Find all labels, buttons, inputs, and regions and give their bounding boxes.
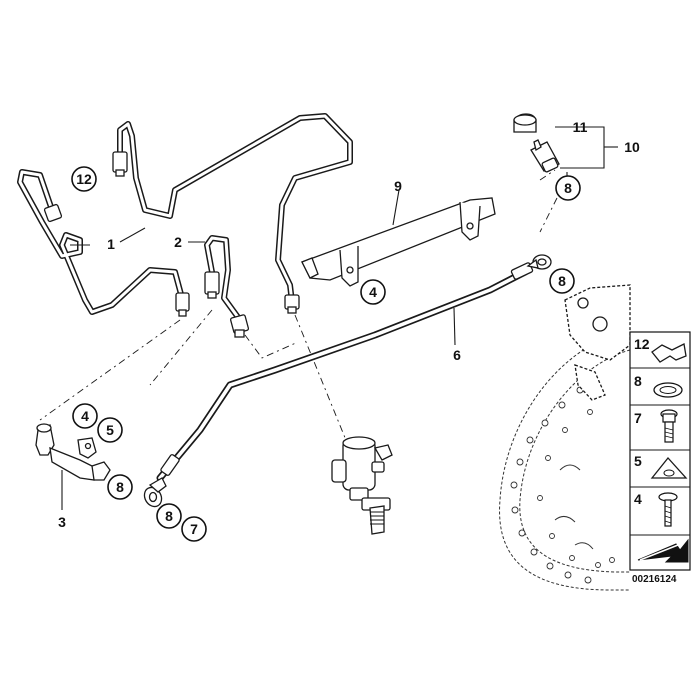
brake-hose-6 (143, 254, 552, 508)
legend-item-4: 4 (634, 491, 678, 527)
svg-text:7: 7 (190, 521, 198, 537)
label-1: 1 (107, 236, 115, 252)
rear-master-cylinder (331, 436, 393, 535)
svg-text:12: 12 (76, 171, 92, 187)
brake-pipe-1 (17, 169, 190, 317)
banjo-bolt-icon (660, 409, 678, 443)
brake-caliper (564, 284, 631, 401)
drawing-number: 00216124 (632, 574, 677, 585)
callout-8-bottom: 8 (156, 503, 182, 529)
callout-5-left: 5 (97, 417, 123, 443)
legend-item-8: 8 (634, 373, 683, 398)
svg-text:8: 8 (564, 180, 572, 196)
part-labels: 1 2 3 6 9 10 11 (58, 119, 640, 530)
label-6: 6 (453, 347, 461, 363)
callout-12: 12 (71, 166, 97, 192)
label-2: 2 (174, 234, 182, 250)
label-3: 3 (58, 514, 66, 530)
screw-icon (658, 492, 678, 527)
assembly-guide-lines (39, 169, 558, 451)
brake-disc (499, 329, 631, 591)
label-11: 11 (573, 119, 588, 135)
legend-item-7: 7 (634, 409, 678, 443)
svg-text:8: 8 (634, 373, 642, 389)
callout-8-right: 8 (549, 268, 575, 294)
callout-8-top: 8 (555, 175, 581, 201)
svg-text:4: 4 (634, 491, 642, 507)
legend-item-12: 12 (634, 336, 687, 363)
svg-text:4: 4 (81, 408, 89, 424)
bracket-rail-9 (301, 197, 496, 287)
svg-text:8: 8 (165, 508, 173, 524)
svg-text:5: 5 (634, 453, 642, 469)
callout-7-bottom: 7 (181, 516, 207, 542)
label-10: 10 (624, 139, 640, 155)
callout-4-rail: 4 (360, 279, 386, 305)
small-parts-legend: 12 8 7 5 4 (629, 331, 691, 571)
svg-text:4: 4 (369, 284, 377, 300)
clip-icon (651, 343, 687, 363)
svg-text:5: 5 (106, 422, 114, 438)
svg-text:7: 7 (634, 410, 642, 426)
callout-8-left: 8 (107, 474, 133, 500)
svg-text:8: 8 (558, 273, 566, 289)
brake-pipe-long (112, 113, 353, 314)
legend-item-5: 5 (634, 453, 688, 479)
union-fitting-3 (35, 423, 111, 481)
label-leader-lines (61, 126, 618, 510)
brake-pipe-2 (204, 235, 250, 338)
label-9: 9 (394, 178, 402, 194)
spring-nut-icon (650, 456, 688, 479)
arrow-icon (637, 538, 689, 563)
svg-text:8: 8 (116, 479, 124, 495)
svg-text:12: 12 (634, 336, 650, 352)
callout-4-left: 4 (72, 403, 98, 429)
bleed-valve-10-11 (513, 113, 560, 173)
